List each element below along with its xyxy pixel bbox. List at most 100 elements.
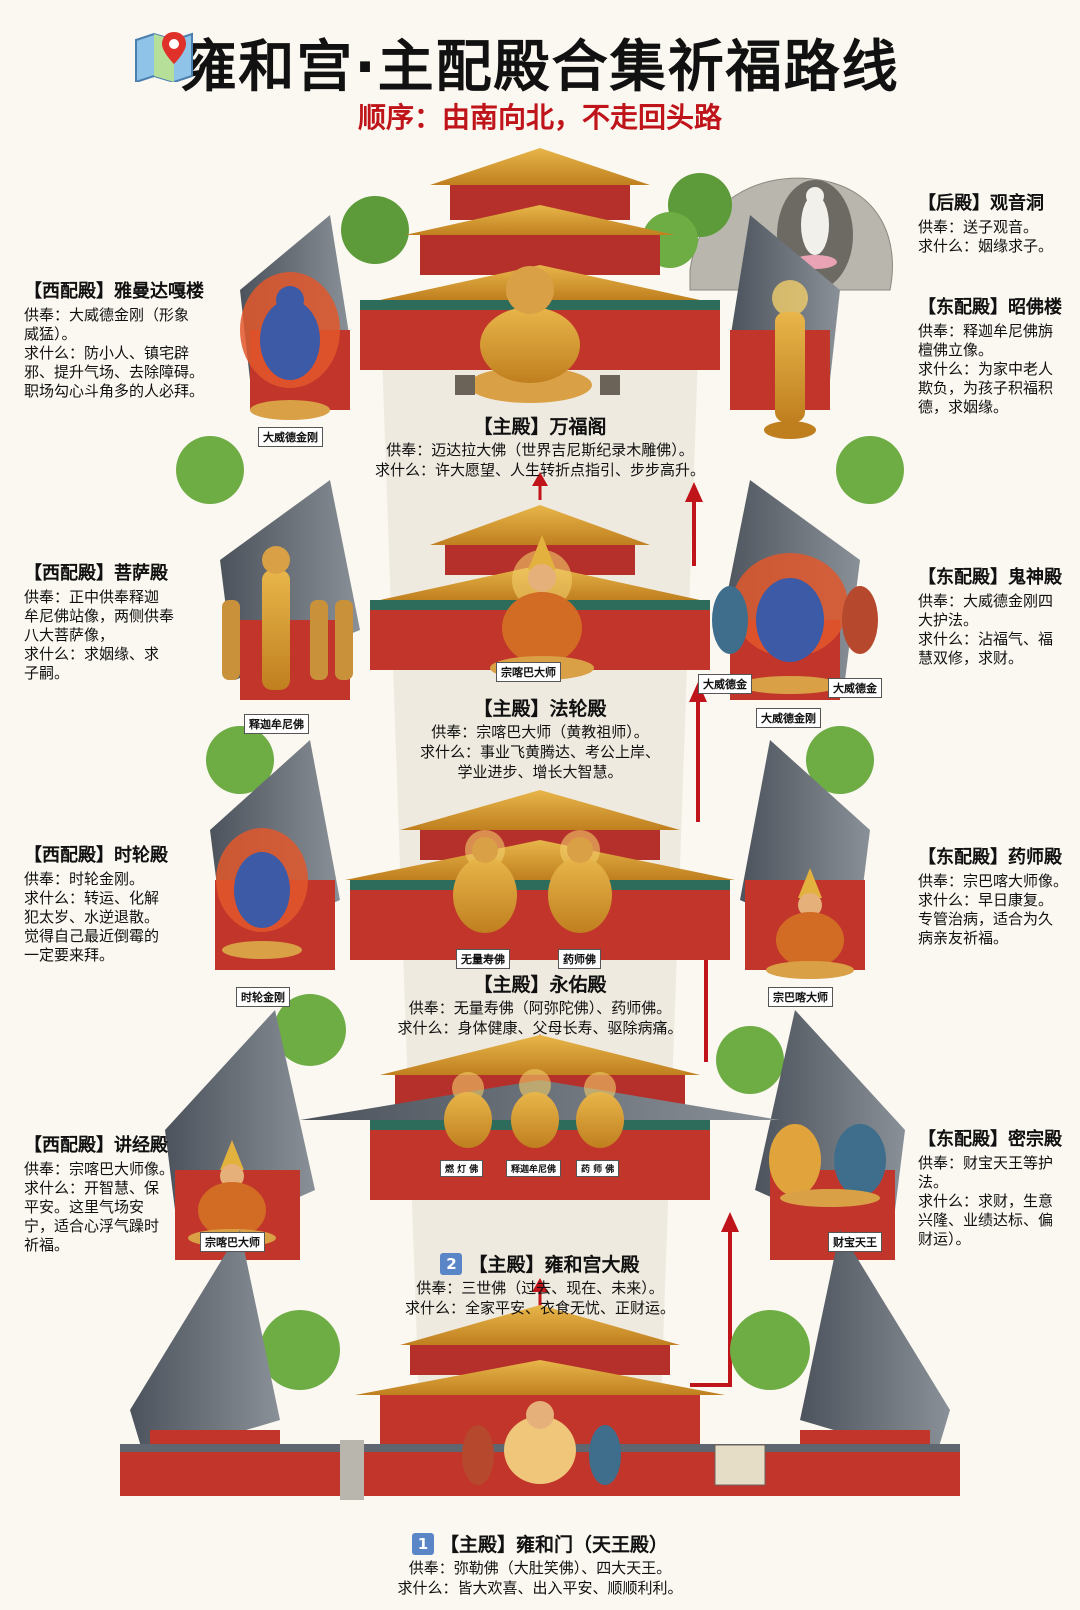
statue-shilun-west3 xyxy=(216,828,308,959)
note-main-3: 【主殿】永佑殿 供奉：无量寿佛（阿弥陀佛）、药师佛。 求什么：身体健康、父母长寿… xyxy=(360,972,720,1038)
note-line: 大护法。 xyxy=(918,611,979,629)
note-line: 求什么：为家中老人 xyxy=(918,360,1054,378)
hall-yonghemen xyxy=(120,1230,960,1500)
note-east-1: 【东配殿】昭佛楼 供奉：释迦牟尼佛旃 檀佛立像。 求什么：为家中老人 欺负，为孩… xyxy=(918,296,1078,417)
note-line: 专管治病，适合为久 xyxy=(918,910,1054,928)
note-line: 求什么：开智慧、保 xyxy=(24,1179,160,1197)
note-main3-header: 【主殿】永佑殿 xyxy=(473,974,607,996)
note-line: 德，求姻缘。 xyxy=(918,398,1009,416)
note-line: 供奉：释迦牟尼佛旃 xyxy=(918,322,1054,340)
step-badge-2: 2 xyxy=(440,1253,463,1275)
note-line: 求什么：转运、化解 xyxy=(24,889,160,907)
note-line: 威猛）。 xyxy=(24,325,77,343)
note-line: 八大菩萨像， xyxy=(24,626,115,644)
note-rear-hall: 【后殿】观音洞 供奉：送子观音。 求什么：姻缘求子。 xyxy=(918,192,1078,256)
note-east2-header: 【东配殿】鬼神殿 xyxy=(918,567,1062,588)
note-main4-header: 【主殿】法轮殿 xyxy=(473,698,607,720)
statue-label-daweide-c: 大威德金刚 xyxy=(756,708,821,728)
note-main-2: 2【主殿】雍和宫大殿 供奉：三世佛（过去、现在、未来）。 求什么：全家平安、衣食… xyxy=(380,1252,700,1318)
note-main2-worship: 供奉：三世佛（过去、现在、未来）。 xyxy=(416,1279,664,1297)
statue-label-shijia2: 释迦牟尼佛 xyxy=(506,1160,562,1177)
statue-label-zongkaba-west: 宗喀巴大师 xyxy=(200,1232,265,1252)
note-main-1: 1【主殿】雍和门（天王殿） 供奉：弥勒佛（大肚笑佛）、四大天王。 求什么：皆大欢… xyxy=(380,1532,700,1598)
note-line: 慧双修，求财。 xyxy=(918,649,1024,667)
statue-label-randeng: 燃 灯 佛 xyxy=(440,1160,484,1177)
note-main3-worship: 供奉：无量寿佛（阿弥陀佛）、药师佛。 xyxy=(408,999,672,1017)
note-line: 职场勾心斗角多的人必拜。 xyxy=(24,382,205,400)
note-line: 檀佛立像。 xyxy=(918,341,994,359)
hall-yongyou xyxy=(206,726,874,970)
map-pin-icon xyxy=(135,32,193,82)
note-line: 病亲友祈福。 xyxy=(918,929,1009,947)
note-west-4: 【西配殿】讲经殿 供奉：宗喀巴大师像。 求什么：开智慧、保 平安。这里气场安 宁… xyxy=(24,1134,204,1255)
route-subtitle: 顺序：由南向北，不走回头路 xyxy=(357,101,722,134)
note-east-3: 【东配殿】药师殿 供奉：宗巴喀大师像。 求什么：早日康复。 专管治病，适合为久 … xyxy=(918,846,1078,948)
note-main2-header: 【主殿】雍和宫大殿 xyxy=(468,1254,640,1276)
note-east-4: 【东配殿】密宗殿 供奉：财宝天王等护 法。 求什么：求财，生意 兴隆、业绩达标、… xyxy=(918,1128,1078,1249)
note-line: 觉得自己最近倒霉的 xyxy=(24,927,160,945)
note-main-5: 【主殿】万福阁 供奉：迈达拉大佛（世界吉尼斯纪录木雕佛）。 求什么：许大愿望、人… xyxy=(340,414,740,480)
note-line: 财运）。 xyxy=(918,1230,971,1248)
statue-zhaofo-east1 xyxy=(764,280,816,439)
note-line: 宁，适合心浮气躁时 xyxy=(24,1217,160,1235)
note-line: 求什么：求姻缘、求 xyxy=(24,645,160,663)
note-line: 犯太岁、水逆退散。 xyxy=(24,908,160,926)
statue-shijia-west2 xyxy=(222,546,353,690)
statue-daweide-west1 xyxy=(240,272,340,420)
note-line: 牟尼佛站像，两侧供奉 xyxy=(24,607,175,625)
note-main5-header: 【主殿】万福阁 xyxy=(473,416,607,438)
note-main5-pray: 求什么：许大愿望、人生转折点指引、步步高升。 xyxy=(374,461,705,479)
temple-illustration xyxy=(120,148,960,1500)
note-line: 求什么：求财，生意 xyxy=(918,1192,1054,1210)
note-east1-header: 【东配殿】昭佛楼 xyxy=(918,297,1062,318)
note-west-3: 【西配殿】时轮殿 供奉：时轮金刚。 求什么：转运、化解 犯太岁、水逆退散。 觉得… xyxy=(24,844,204,965)
note-main2-pray: 求什么：全家平安、衣食无忧、正财运。 xyxy=(404,1299,675,1317)
statue-zongkaba-east3 xyxy=(766,868,854,979)
note-line: 求什么：沾福气、福 xyxy=(918,630,1054,648)
statue-label-daweide-a: 大威德金 xyxy=(698,674,752,694)
note-main1-header: 【主殿】雍和门（天王殿） xyxy=(439,1534,668,1556)
note-main1-worship: 供奉：弥勒佛（大肚笑佛）、四大天王。 xyxy=(408,1559,672,1577)
note-west4-header: 【西配殿】讲经殿 xyxy=(24,1135,168,1156)
note-line: 供奉：宗巴喀大师像。 xyxy=(918,872,1069,890)
note-rear-header: 【后殿】观音洞 xyxy=(918,193,1044,214)
note-main4-worship: 供奉：宗喀巴大师（黄教祖师）。 xyxy=(431,723,649,741)
note-line: 邪、提升气场、去除障碍。 xyxy=(24,363,205,381)
note-main5-worship: 供奉：迈达拉大佛（世界吉尼斯纪录木雕佛）。 xyxy=(386,441,694,459)
note-west3-header: 【西配殿】时轮殿 xyxy=(24,845,168,866)
note-east-2: 【东配殿】鬼神殿 供奉：大威德金刚四 大护法。 求什么：沾福气、福 慧双修，求财… xyxy=(918,566,1078,668)
note-west2-header: 【西配殿】菩萨殿 xyxy=(24,563,168,584)
note-line: 供奉：宗喀巴大师像。 xyxy=(24,1160,175,1178)
note-west1-header: 【西配殿】雅曼达嘎楼 xyxy=(24,281,204,302)
statue-label-caibao: 财宝天王 xyxy=(828,1232,882,1252)
note-main4-pray: 求什么：事业飞黄腾达、考公上岸、 xyxy=(419,743,660,761)
note-line: 供奉：大威德金刚四 xyxy=(918,592,1054,610)
statue-label-daweide-b: 大威德金 xyxy=(828,678,882,698)
note-rear-pray: 求什么：姻缘求子。 xyxy=(918,237,1054,255)
note-main-4: 【主殿】法轮殿 供奉：宗喀巴大师（黄教祖师）。 求什么：事业飞黄腾达、考公上岸、… xyxy=(380,696,700,782)
note-line: 求什么：早日康复。 xyxy=(918,891,1054,909)
note-main3-pray: 求什么：身体健康、父母长寿、驱除病痛。 xyxy=(397,1019,683,1037)
note-line: 欺负，为孩子积福积 xyxy=(918,379,1054,397)
note-line: 祈福。 xyxy=(24,1236,70,1254)
note-line: 求什么：防小人、镇宅辟 xyxy=(24,344,190,362)
note-west-1: 【西配殿】雅曼达嘎楼 供奉：大威德金刚（形象 威猛）。 求什么：防小人、镇宅辟 … xyxy=(24,280,224,401)
statue-label-daweide: 大威德金刚 xyxy=(258,427,323,447)
statue-label-zongkaba-east: 宗巴喀大师 xyxy=(768,987,833,1007)
note-line: 平安。这里气场安 xyxy=(24,1198,145,1216)
note-line: 供奉：时轮金刚。 xyxy=(24,870,145,888)
note-east4-header: 【东配殿】密宗殿 xyxy=(918,1129,1062,1150)
note-west-2: 【西配殿】菩萨殿 供奉：正中供奉释迦 牟尼佛站像，两侧供奉 八大菩萨像， 求什么… xyxy=(24,562,204,683)
step-badge-1: 1 xyxy=(411,1533,434,1555)
note-rear-worship: 供奉：送子观音。 xyxy=(918,218,1039,236)
statue-label-shilun: 时轮金刚 xyxy=(236,987,290,1007)
page-title: 雍和宫·主配殿合集祈福路线 xyxy=(180,35,900,100)
note-line: 供奉：大威德金刚（形象 xyxy=(24,306,190,324)
note-line: 子嗣。 xyxy=(24,664,70,682)
note-line: 一定要来拜。 xyxy=(24,946,115,964)
note-line: 兴隆、业绩达标、偏 xyxy=(918,1211,1054,1229)
note-line: 法。 xyxy=(918,1173,949,1191)
note-main4-pray: 学业进步、增长大智慧。 xyxy=(457,763,623,781)
statue-daweide-east2 xyxy=(712,553,878,694)
statue-label-zongkaba: 宗喀巴大师 xyxy=(496,662,561,682)
